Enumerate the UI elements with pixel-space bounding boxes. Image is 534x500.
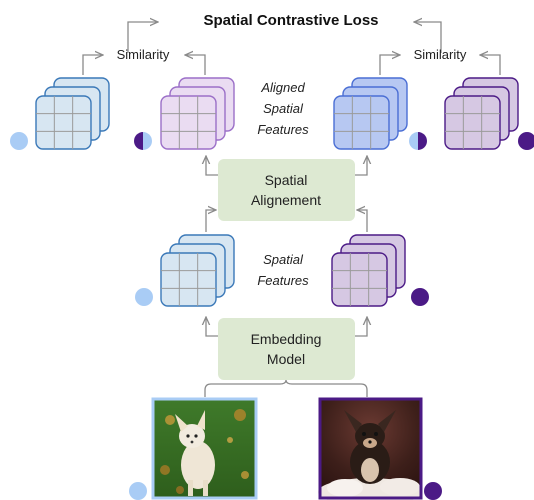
- diagram-title: Spatial Contrastive Loss: [203, 12, 378, 29]
- aligned-features-line-2: Spatial: [263, 101, 304, 116]
- arrow-right-to-title: [414, 22, 442, 53]
- half-dot-aligned-right: [409, 132, 427, 150]
- chihuahua-image-left: [151, 397, 258, 500]
- spatial-alignment-line-2: Alignement: [251, 192, 321, 208]
- arrow-left-to-title: [127, 22, 158, 53]
- arrow-align-to-right: [355, 156, 367, 176]
- feature-card: [160, 95, 217, 150]
- arrow-sim-left-a: [82, 55, 103, 75]
- arrow-embed-to-left: [206, 317, 218, 337]
- similarity-left-label: Similarity: [117, 47, 170, 62]
- spatial-alignment-line-1: Spatial: [265, 172, 308, 188]
- purple-dot-aligned-right: [518, 132, 534, 150]
- feature-card: [333, 95, 390, 150]
- spatial-stack-blue: [160, 234, 235, 307]
- aligned-features-line-3: Features: [257, 122, 309, 137]
- blue-dot-spatial: [135, 288, 153, 306]
- aligned-stack-bright-blue: [333, 77, 408, 150]
- similarity-right-label: Similarity: [414, 47, 467, 62]
- spatial-features-line-2: Features: [257, 273, 309, 288]
- aligned-stack-blue-left: [35, 77, 110, 150]
- feature-card: [444, 95, 501, 150]
- embedding-model-line-1: Embedding: [251, 331, 322, 347]
- spatial-features-line-1: Spatial: [263, 252, 304, 267]
- chihuahua-image-right: [318, 397, 423, 500]
- arrow-left-to-align: [205, 210, 216, 232]
- arrow-right-to-align: [357, 210, 368, 232]
- aligned-features-line-1: Aligned: [260, 80, 305, 95]
- arrow-sim-right-a: [379, 55, 400, 75]
- arrow-sim-left-b: [185, 55, 206, 75]
- purple-dot-spatial: [411, 288, 429, 306]
- blue-dot-aligned-left: [10, 132, 28, 150]
- embedding-model-line-2: Model: [267, 351, 305, 367]
- arrow-align-to-left: [206, 156, 218, 176]
- aligned-stack-purple-right: [444, 77, 519, 150]
- arrow-sim-right-b: [480, 55, 501, 75]
- aligned-stack-light-purple: [160, 77, 235, 150]
- purple-dot-image: [424, 482, 442, 500]
- half-dot-aligned-left: [134, 132, 152, 150]
- feature-card: [331, 252, 388, 307]
- arrow-embed-to-right: [355, 317, 367, 337]
- blue-dot-image: [129, 482, 147, 500]
- images-brace: [204, 379, 368, 397]
- spatial-stack-purple: [331, 234, 406, 307]
- spatial-alignment-box: [218, 159, 355, 221]
- feature-card: [35, 95, 92, 150]
- embedding-model-box: [218, 318, 355, 380]
- feature-card: [160, 252, 217, 307]
